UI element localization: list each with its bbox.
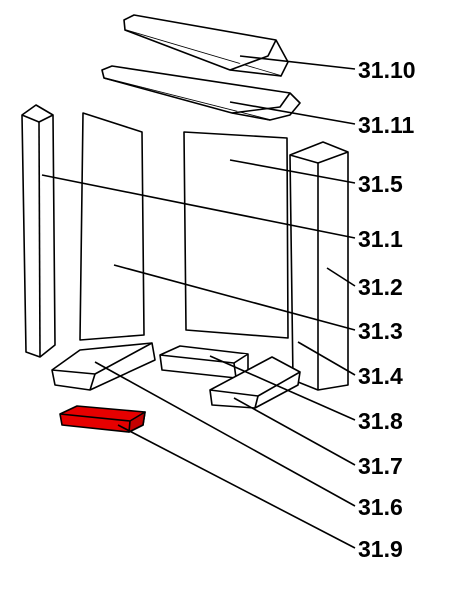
leader-31-4 xyxy=(297,341,356,376)
part-31-9 xyxy=(59,405,146,433)
part-31-7 xyxy=(209,356,301,409)
label-31-3: 31.3 xyxy=(358,318,403,344)
leader-31-6 xyxy=(94,361,356,507)
leader-31-3 xyxy=(113,264,356,331)
label-31-7: 31.7 xyxy=(358,453,403,479)
leader-31-1 xyxy=(41,174,356,239)
leader-31-9 xyxy=(117,424,356,549)
part-31-10 xyxy=(123,14,289,77)
label-31-5: 31.5 xyxy=(358,171,403,197)
leader-31-2 xyxy=(326,267,356,287)
label-31-6: 31.6 xyxy=(358,494,403,520)
label-31-1: 31.1 xyxy=(358,226,403,252)
label-31-9: 31.9 xyxy=(358,536,403,562)
part-31-11 xyxy=(101,65,301,121)
leader-31-8 xyxy=(209,355,356,421)
part-31-3 xyxy=(79,112,145,341)
label-31-11: 31.11 xyxy=(358,112,414,138)
label-31-8: 31.8 xyxy=(358,408,403,434)
label-31-10: 31.10 xyxy=(358,57,416,83)
part-31-8 xyxy=(159,345,249,379)
leader-31-5 xyxy=(229,159,356,184)
part-31-2 xyxy=(289,141,349,391)
label-31-4: 31.4 xyxy=(358,363,403,389)
leader-31-10 xyxy=(239,55,356,70)
leader-31-11 xyxy=(229,101,356,125)
part-31-5 xyxy=(183,131,289,339)
leader-31-7 xyxy=(233,397,356,466)
label-31-2: 31.2 xyxy=(358,274,403,300)
part-31-1 xyxy=(21,104,56,358)
